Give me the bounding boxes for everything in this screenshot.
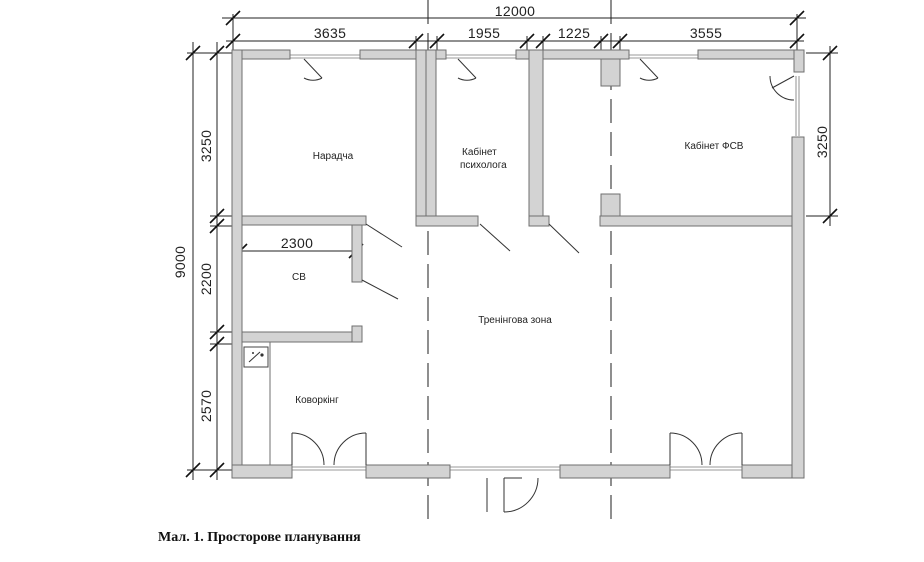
room-psych-label-line1: Кабінет — [462, 146, 497, 158]
dim-left-1: 3250 — [198, 130, 214, 162]
window-glazing — [290, 54, 800, 471]
dim-overall-width: 12000 — [495, 3, 535, 19]
left-dimension-chain — [185, 42, 240, 480]
dim-left-3: 2570 — [198, 390, 214, 422]
room-sv-label: СВ — [292, 272, 306, 283]
dim-overall-height: 9000 — [172, 246, 188, 278]
dim-seg-1: 3635 — [314, 25, 346, 41]
axis-lines — [427, 0, 612, 520]
walls — [231, 49, 805, 479]
sink-icon — [243, 346, 269, 368]
room-training-label: Тренінгова зона — [478, 315, 552, 326]
floor-plan: 12000 3635 1955 1225 3555 9000 3250 2200… — [172, 0, 838, 520]
door-naradcha-swing — [365, 223, 403, 248]
figure-caption: Мал. 1. Просторове планування — [158, 530, 361, 545]
door-sv-swing — [361, 279, 399, 300]
room-coworking-label: Коворкінг — [295, 395, 339, 406]
room-labels: Нарадча Кабінет психолога Кабінет ФСВ СВ… — [292, 140, 744, 406]
door-fsv-swing — [548, 223, 580, 254]
dim-right-1: 3250 — [814, 126, 830, 158]
dimension-labels: 12000 3635 1955 1225 3555 9000 3250 2200… — [172, 3, 830, 422]
right-dimension-chain — [806, 45, 838, 226]
room-psych-label-line2: психолога — [460, 160, 507, 171]
dim-sv-width: 2300 — [281, 235, 313, 251]
room-naradcha-label: Нарадча — [313, 151, 354, 162]
dim-seg-2: 1955 — [468, 25, 500, 41]
door-psych-swing — [479, 223, 511, 252]
room-fsv-label: Кабінет ФСВ — [685, 140, 744, 152]
dim-seg-4: 3555 — [690, 25, 722, 41]
doors — [291, 58, 795, 513]
dim-seg-3: 1225 — [558, 25, 590, 41]
dim-left-2: 2200 — [198, 263, 214, 295]
